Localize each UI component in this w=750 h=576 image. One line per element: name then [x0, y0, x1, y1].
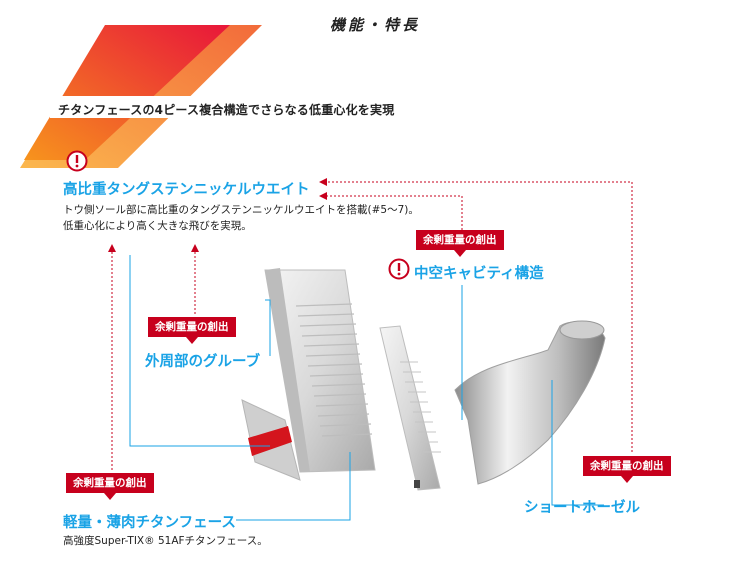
feature-face-badge: 余剰重量の創出 — [66, 473, 154, 500]
dotted-arrowheads — [108, 178, 327, 252]
dotted-connectors — [111, 181, 633, 470]
face-plate-side — [265, 268, 310, 472]
face-grooves — [295, 303, 373, 437]
middle-piece — [379, 325, 441, 491]
feature-face-desc: 高強度Super-TIX® 51AFチタンフェース。 — [63, 535, 268, 547]
feature-hosel-title: ショートホーゼル — [524, 500, 640, 516]
feature-hosel-badge: 余剰重量の創出 — [583, 456, 671, 483]
feature-groove-title: 外周部のグルーブ — [145, 354, 261, 370]
alert-icon — [66, 150, 88, 172]
middle-grooves — [400, 361, 441, 453]
section-title: 機能・特長 — [329, 16, 420, 34]
subtitle-backdrop — [50, 96, 300, 118]
connector-lines — [129, 255, 604, 521]
feature-groove-badge: 余剰重量の創出 — [148, 317, 236, 344]
feature-tungsten-desc-1: トウ側ソール部に高比重のタングステンニッケルウエイトを搭載(#5〜7)。 — [63, 204, 419, 216]
subtitle: チタンフェースの4ピース複合構造でさらなる低重心化を実現 — [58, 103, 395, 117]
hosel-body — [454, 321, 606, 485]
feature-cavity-badge: 余剰重量の創出 — [416, 230, 504, 257]
feature-tungsten-desc-2: 低重心化により高く大きな飛びを実現。 — [63, 220, 252, 232]
red-weight — [248, 426, 292, 456]
small-slot — [414, 480, 420, 488]
feature-tungsten-title: 高比重タングステンニッケルウエイト — [63, 182, 310, 198]
alert-icon — [388, 258, 410, 280]
feature-face-title: 軽量・薄肉チタンフェース — [63, 515, 236, 531]
stripe-front — [24, 25, 230, 160]
decorative-stripes — [20, 25, 300, 168]
hosel-opening — [559, 320, 605, 340]
feature-cavity-title: 中空キャビティ構造 — [414, 266, 544, 282]
